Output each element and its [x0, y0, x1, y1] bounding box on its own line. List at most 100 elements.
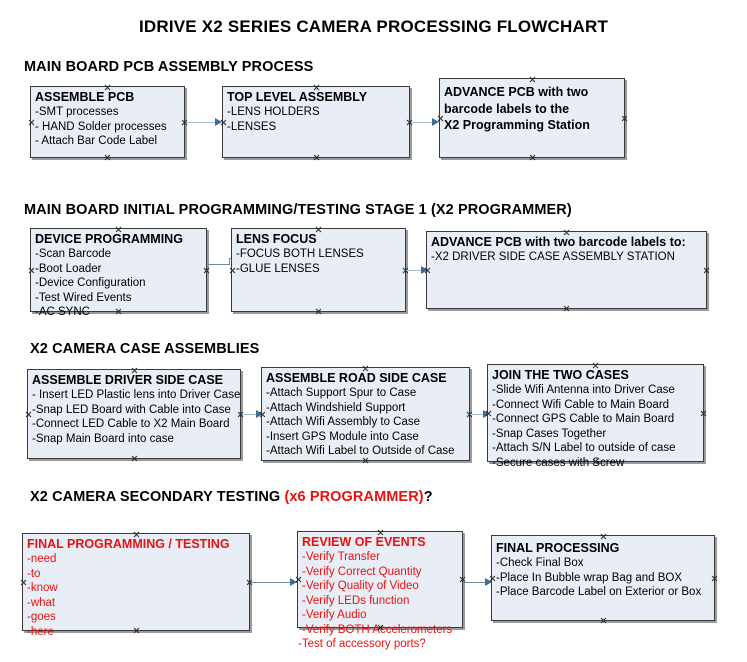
section-heading-4-accent: (x6 PROGRAMMER) [284, 489, 424, 505]
box-line: -Snap LED Board with Cable into Case [32, 403, 231, 416]
page-title: IDRIVE X2 SERIES CAMERA PROCESSING FLOWC… [138, 17, 609, 36]
box-title: JOIN THE TWO CASES [492, 368, 629, 382]
box-line: X2 Programming Station [444, 118, 590, 132]
box-review-of-events[interactable]: REVIEW OF EVENTS -Verify Transfer -Verif… [297, 531, 463, 650]
box-assemble-pcb[interactable]: ASSEMBLE PCB -SMT processes - HAND Solde… [30, 86, 185, 158]
box-line: -Snap Main Board into case [32, 432, 174, 445]
box-line: -Place In Bubble wrap Bag and BOX [496, 571, 683, 584]
box-line: -Verify Audio [302, 609, 367, 621]
handle-top-icon [600, 533, 607, 540]
box-line: -FOCUS BOTH LENSES [236, 248, 364, 260]
handle-bottom-icon [315, 308, 322, 315]
box-line: -Secure cases with Screw [492, 456, 625, 469]
box-line: -Verify Correct Quantity [302, 565, 422, 578]
arrowhead-4b-icon [485, 577, 492, 586]
handle-left-icon [28, 119, 35, 126]
box-line: -goes [27, 611, 56, 623]
box-title: ASSEMBLE PCB [35, 90, 135, 104]
box-assemble-road-side-case[interactable]: ASSEMBLE ROAD SIDE CASE -Attach Support … [261, 367, 470, 461]
arrowhead-4a-icon [290, 577, 297, 586]
box-join-the-two-cases[interactable]: JOIN THE TWO CASES -Slide Wifi Antenna i… [487, 364, 704, 469]
arrowhead-1a-icon [215, 117, 222, 126]
arrowhead-2b-icon [421, 265, 428, 274]
handle-left-icon [28, 267, 35, 274]
box-title: ASSEMBLE DRIVER SIDE CASE [32, 373, 224, 387]
box-line: -Boot Loader [35, 262, 102, 275]
handle-bottom-icon [104, 154, 111, 161]
handle-left-icon [25, 411, 32, 418]
box-device-programming[interactable]: DEVICE PROGRAMMING -Scan Barcode -Boot L… [28, 228, 207, 318]
handle-bottom-icon [529, 154, 536, 161]
box-title: FINAL PROCESSING [496, 541, 620, 555]
box-line: -Test Wired Events [35, 291, 132, 304]
box-advance-pcb-driver-side[interactable]: ADVANCE PCB with two barcode labels to: … [426, 231, 707, 309]
box-title: DEVICE PROGRAMMING [35, 232, 183, 246]
box-line: -to [27, 567, 41, 580]
box-title: ADVANCE PCB with two [444, 85, 589, 99]
box-title: REVIEW OF EVENTS [302, 535, 426, 549]
box-final-processing[interactable]: FINAL PROCESSING -Check Final Box -Place… [491, 535, 715, 621]
box-line: -AC SYNC [35, 306, 90, 318]
box-final-programming-testing[interactable]: FINAL PROGRAMMING / TESTING -need -to -k… [20, 533, 250, 638]
section-heading-1: MAIN BOARD PCB ASSEMBLY PROCESS [24, 59, 314, 75]
box-line: -Attach Windshield Support [266, 401, 406, 414]
box-title: FINAL PROGRAMMING / TESTING [27, 537, 230, 551]
section-heading-4: X2 CAMERA SECONDARY TESTING (x6 PROGRAMM… [30, 489, 433, 505]
box-advance-pcb-programming-station[interactable]: ADVANCE PCB with two barcode labels to t… [439, 78, 625, 158]
handle-bottom-icon [563, 305, 570, 312]
box-line-overflow: -Test of accessory ports? [298, 638, 426, 650]
box-line: - HAND Solder processes [35, 120, 167, 133]
box-line: -Verify LEDs function [302, 594, 410, 607]
handle-left-icon [229, 267, 236, 274]
arrowhead-3b-icon [483, 409, 490, 418]
section-heading-2: MAIN BOARD INITIAL PROGRAMMING/TESTING S… [24, 202, 572, 218]
box-top-level-assembly[interactable]: TOP LEVEL ASSEMBLY -LENS HOLDERS -LENSES [222, 86, 410, 158]
section-heading-3: X2 CAMERA CASE ASSEMBLIES [30, 341, 260, 357]
box-line: -Slide Wifi Antenna into Driver Case [492, 384, 675, 396]
box-line: -need [27, 553, 57, 565]
box-line: -Place Barcode Label on Exterior or Box [496, 586, 702, 598]
section-heading-4-text: X2 CAMERA SECONDARY TESTING [30, 489, 285, 505]
box-line: -LENSES [227, 120, 277, 133]
handle-bottom-icon [313, 154, 320, 161]
box-line: -Connect LED Cable to X2 Main Board [32, 418, 230, 430]
handle-bottom-icon [131, 455, 138, 462]
box-line: -Verify BOTH Accelerometers [302, 623, 453, 636]
box-line: -Device Configuration [35, 277, 146, 289]
box-line: -SMT processes [35, 106, 119, 118]
box-lens-focus[interactable]: LENS FOCUS -FOCUS BOTH LENSES -GLUE LENS… [231, 228, 406, 312]
connector-2a-seg2 [229, 258, 230, 265]
box-line: -know [27, 582, 58, 594]
box-line: -Scan Barcode [35, 248, 112, 260]
connector-4a [251, 582, 299, 583]
box-title: ASSEMBLE ROAD SIDE CASE [266, 371, 447, 385]
box-line: barcode labels to the [444, 101, 570, 116]
handle-left-icon [20, 579, 27, 586]
box-line: - Attach Bar Code Label [35, 135, 158, 147]
box-line: -here [27, 625, 54, 638]
box-line: -Attach Wifi Label to Outside of Case [266, 445, 455, 457]
box-line: -LENS HOLDERS [227, 106, 320, 118]
box-assemble-driver-side-case[interactable]: ASSEMBLE DRIVER SIDE CASE - Insert LED P… [27, 369, 241, 459]
section-heading-4-tail: ? [423, 489, 433, 505]
connector-2a-seg1 [208, 264, 230, 265]
arrowhead-1b-icon [432, 117, 439, 126]
handle-top-icon [529, 76, 536, 83]
connector-1b [411, 122, 437, 123]
handle-bottom-icon [600, 617, 607, 624]
box-line: -Attach Support Spur to Case [266, 387, 417, 399]
connector-4b [464, 582, 492, 583]
box-line: - Insert LED Plastic lens into Driver Ca… [32, 389, 241, 401]
box-line: -Insert GPS Module into Case [266, 430, 419, 443]
box-title: ADVANCE PCB with two barcode labels to: [431, 235, 686, 249]
box-line: -Connect Wifi Cable to Main Board [492, 398, 670, 411]
box-line: -Connect GPS Cable to Main Board [492, 413, 675, 425]
box-line: -Verify Transfer [302, 551, 380, 563]
box-line: -Attach Wifi Assembly to Case [266, 416, 421, 428]
box-line: -what [27, 596, 56, 609]
connector-3a [242, 414, 262, 415]
box-line: -X2 DRIVER SIDE CASE ASSEMBLY STATION [431, 251, 675, 263]
arrowhead-3a-icon [256, 409, 263, 418]
box-line: -Check Final Box [496, 557, 584, 569]
